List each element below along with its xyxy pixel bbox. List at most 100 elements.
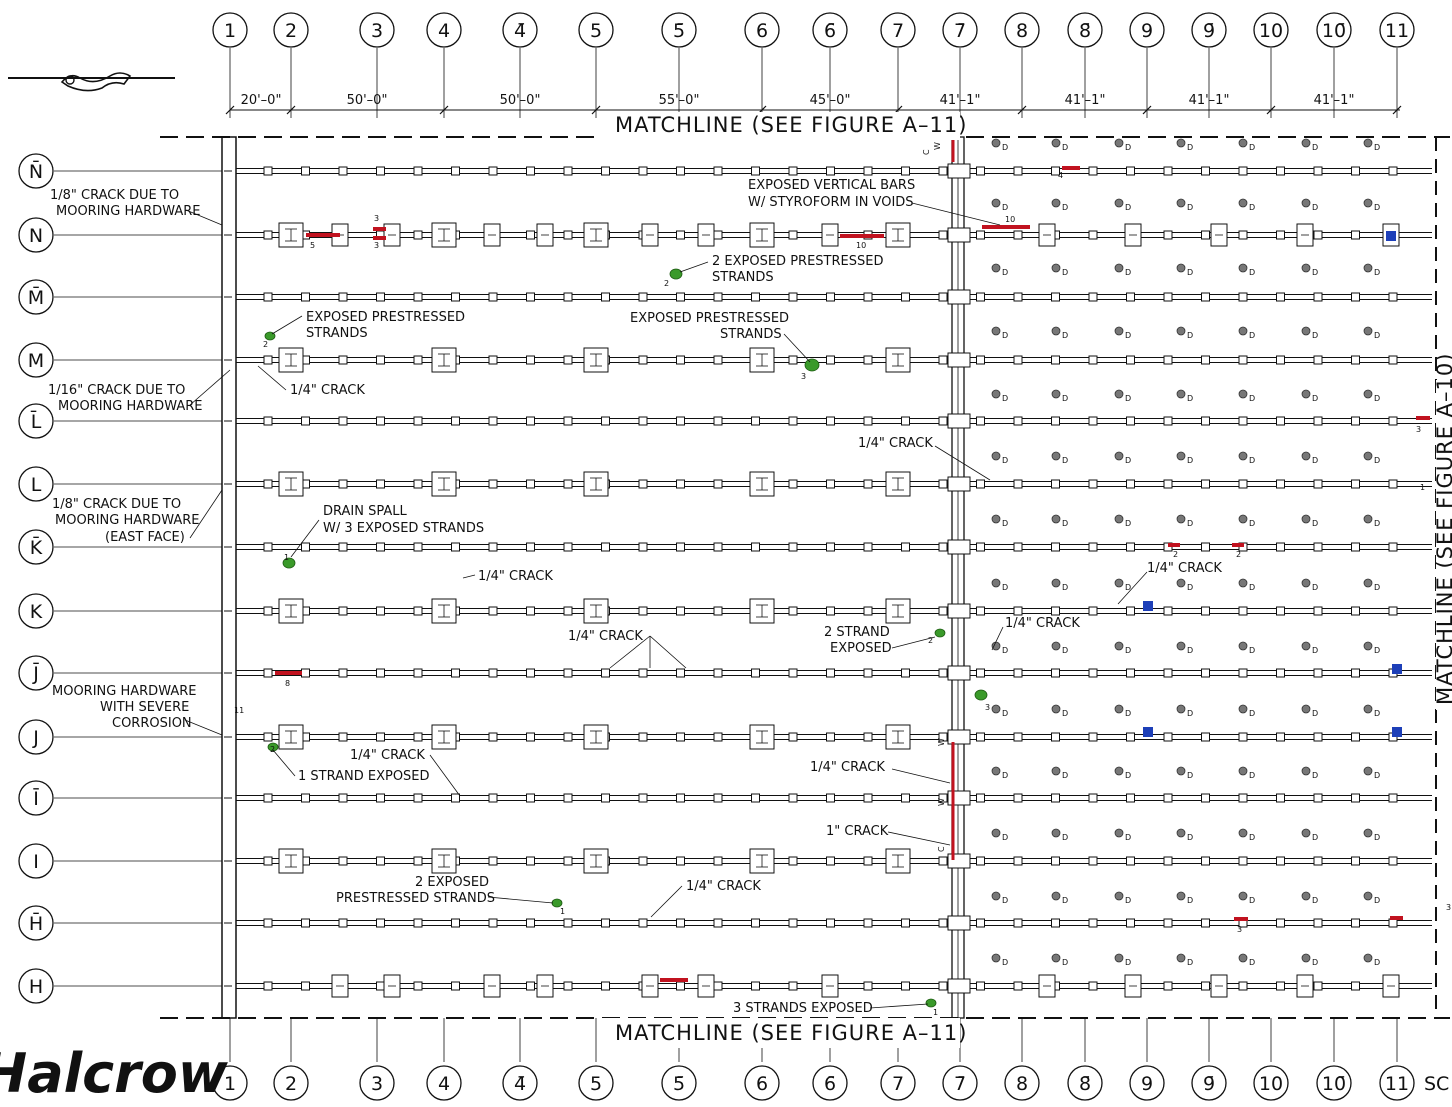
beam-connector — [413, 732, 423, 742]
void-label: D — [1312, 394, 1318, 403]
beam-connector — [1163, 230, 1173, 240]
void-label: D — [1002, 456, 1008, 465]
spall-icon — [974, 689, 988, 701]
beam-connector — [676, 918, 685, 928]
dimension-tick — [1017, 105, 1027, 115]
void-label: D — [1062, 709, 1068, 718]
beam-connector — [526, 479, 535, 489]
void-dot-icon — [1051, 389, 1061, 399]
column-bubble-icon — [661, 12, 697, 48]
void-label: D — [1125, 456, 1131, 465]
void-dot-icon — [991, 138, 1001, 148]
beam-connector — [1238, 166, 1248, 176]
beam-connector — [976, 292, 985, 302]
annotation-crack-jbar: 1/4" CRACK — [568, 629, 643, 644]
void-label: D — [1249, 771, 1255, 780]
beam-connector — [713, 479, 723, 489]
beam-connector — [601, 292, 610, 302]
void-dot-icon — [991, 641, 1001, 651]
beam-connector — [526, 856, 535, 866]
void-label: D — [1312, 331, 1318, 340]
column-label: 7̄ — [954, 20, 966, 42]
beam-connector — [638, 918, 648, 928]
void-label: D — [1249, 203, 1255, 212]
row-label: L — [31, 474, 42, 496]
void-label: D — [1312, 958, 1318, 967]
marker-1b: 1 — [1420, 483, 1425, 492]
beam-connector — [713, 793, 723, 803]
beam-connector — [1276, 856, 1285, 866]
beam-connector — [413, 981, 423, 991]
column-label: 10 — [1259, 1073, 1283, 1095]
column-bubble-icon — [426, 1065, 462, 1101]
beam-connector — [1163, 668, 1173, 678]
void-label: D — [1374, 519, 1380, 528]
beam-connector — [751, 542, 760, 552]
void-label: D — [1002, 833, 1008, 842]
beam-connector — [263, 793, 273, 803]
beam-connector — [376, 166, 385, 176]
beam-connector — [1126, 292, 1135, 302]
void-label: D — [1002, 203, 1008, 212]
marker-2f: 2 — [270, 745, 275, 754]
beam-connector — [488, 606, 498, 616]
row-label: Ī — [33, 786, 39, 810]
annotation-one-strand: 1 STRAND EXPOSED — [298, 769, 430, 784]
beam-connector — [1276, 292, 1285, 302]
wall-junction — [947, 539, 971, 555]
void-label: D — [1187, 519, 1193, 528]
beam-connector — [1276, 732, 1285, 742]
column-bubble-icon — [1067, 1065, 1103, 1101]
beam-connector — [826, 292, 835, 302]
row-bubble-icon — [18, 780, 54, 816]
beam-connector — [413, 606, 423, 616]
dimension-label: 41'–1" — [940, 93, 981, 108]
dimension-tick — [1266, 105, 1276, 115]
void-dot-icon — [1051, 828, 1061, 838]
beam-connector — [263, 479, 273, 489]
repair-icon — [1386, 231, 1396, 241]
beam-connector — [413, 166, 423, 176]
void-label: D — [1249, 646, 1255, 655]
dimension-tick — [1392, 105, 1402, 115]
beam-connector — [1088, 355, 1098, 365]
pile-cap — [749, 598, 775, 624]
beam-connector — [863, 416, 873, 426]
beam-connector — [1013, 606, 1023, 616]
column-label: 10 — [1259, 20, 1283, 42]
column-bubble-icon — [359, 12, 395, 48]
void-label: D — [1125, 143, 1131, 152]
void-dot-icon — [1238, 198, 1248, 208]
beam-connector — [788, 856, 798, 866]
beam-connector — [1201, 230, 1210, 240]
column-bubble-icon — [359, 1065, 395, 1101]
marker-1a: 1 — [284, 553, 289, 562]
beam-connector — [863, 479, 873, 489]
beam-connector — [1351, 856, 1360, 866]
void-dot-icon — [1114, 263, 1124, 273]
beam-connector — [788, 793, 798, 803]
leader-line — [869, 1003, 929, 1009]
beam-connector — [1276, 668, 1285, 678]
beam-connector — [713, 856, 723, 866]
beam-connector — [1013, 542, 1023, 552]
beam-connector — [713, 668, 723, 678]
beam-connector — [826, 479, 835, 489]
beam-connector — [826, 166, 835, 176]
void-label: D — [1312, 833, 1318, 842]
void-label: D — [1062, 394, 1068, 403]
void-dot-icon — [1176, 326, 1186, 336]
beam-connector — [563, 793, 573, 803]
wall-junction — [947, 665, 971, 681]
void-label: D — [1249, 143, 1255, 152]
void-label: D — [1249, 896, 1255, 905]
void-label: D — [1187, 896, 1193, 905]
beam-connector — [1013, 732, 1023, 742]
beam-connector — [338, 668, 348, 678]
repair-icon — [1143, 601, 1153, 611]
deck-boundary — [160, 136, 1450, 1019]
column-bubble-icon — [942, 1065, 978, 1101]
void-label: D — [1312, 143, 1318, 152]
beam-connector — [376, 668, 385, 678]
beam-connector — [301, 668, 310, 678]
